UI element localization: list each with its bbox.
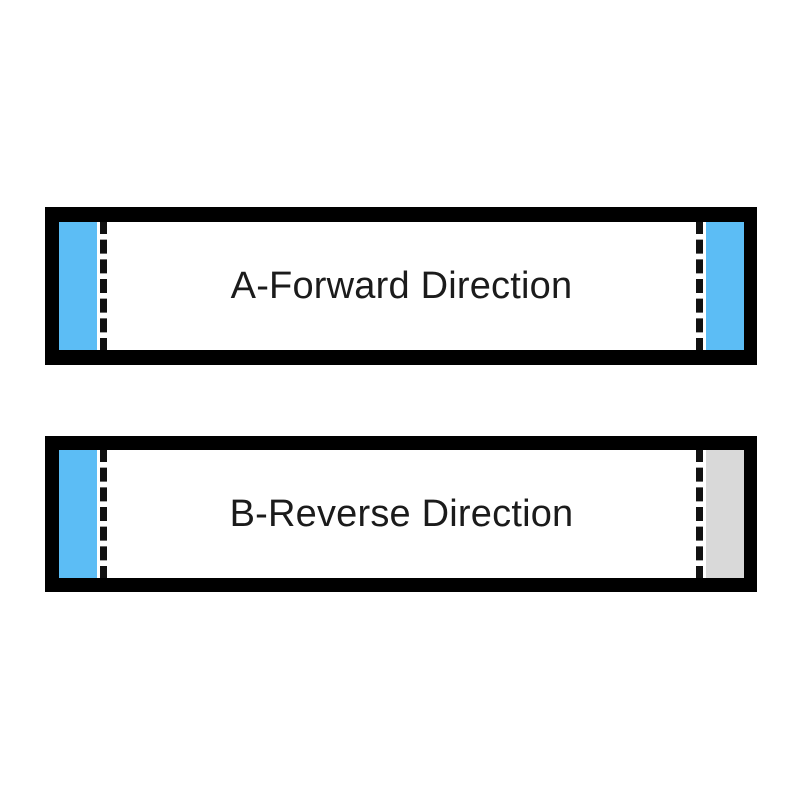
bar-b-track: B-Reverse Direction [59, 450, 744, 578]
bar-b-left-dashed-divider [100, 450, 107, 578]
bar-b-right-dashed-divider [696, 450, 703, 578]
bar-a-left-dashed-divider [100, 222, 107, 350]
bar-a-right-dashed-divider [696, 222, 703, 350]
bar-b-label: B-Reverse Direction [229, 493, 574, 535]
bar-a-left-end-block [59, 222, 97, 350]
bar-a-label: A-Forward Direction [230, 265, 573, 307]
bar-a-track: A-Forward Direction [59, 222, 744, 350]
bar-a-right-end-block [706, 222, 744, 350]
bar-a-container: A-Forward Direction [45, 207, 757, 365]
bar-b-container: B-Reverse Direction [45, 436, 757, 592]
bar-b-right-end-block [706, 450, 744, 578]
bar-b-left-end-block [59, 450, 97, 578]
